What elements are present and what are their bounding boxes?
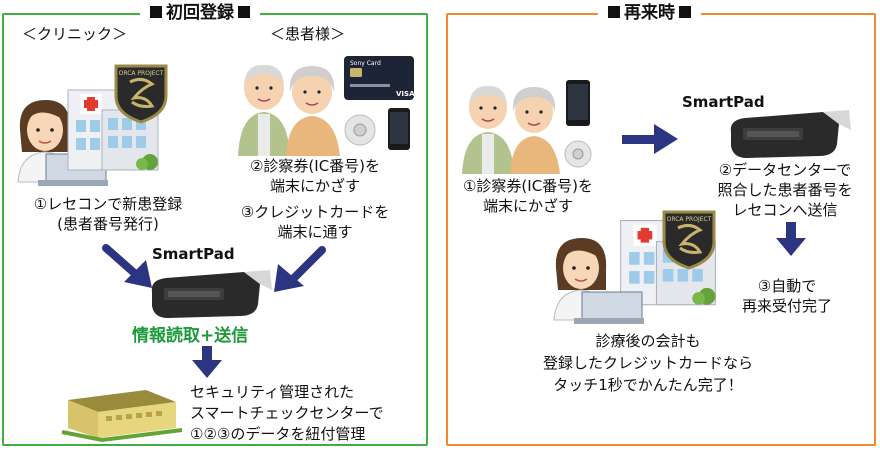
clinic-label: ＜クリニック＞ (22, 25, 128, 43)
orca-logo: ORCA PROJECT (114, 64, 168, 124)
revisit-panel: 再来時 (446, 3, 876, 446)
data-center-building (61, 390, 183, 443)
patient-label: ＜患者様＞ (270, 25, 346, 43)
arrow-clinic-to-device (102, 244, 152, 288)
smartpad-device-revisit (730, 110, 851, 158)
left-step1: ①レセコンで新患登録(患者番号発行) (33, 195, 183, 233)
clinic-building (67, 89, 159, 171)
arrow-down-to-center (192, 346, 222, 378)
elderly-couple-illustration (238, 64, 340, 156)
elderly-couple-revisit (462, 85, 560, 174)
right-bottom-note: 診療後の会計も登録したクレジットカードならタッチ1秒でかんたん完了！ (542, 332, 753, 394)
arrow-down-revisit (776, 222, 806, 256)
right-step3: ③自動で再来受付完了 (741, 277, 832, 315)
arrow-patient-to-device (274, 246, 326, 292)
card-label: Sony Card (350, 60, 381, 67)
right-smartpad-label: SmartPad (682, 93, 765, 111)
revisit-title: 再来時 (598, 3, 701, 23)
left-smartpad-label: SmartPad (152, 245, 235, 263)
right-step2: ②データセンターで照合した患者番号をレセコンへ送信 (717, 161, 853, 219)
first-registration-panel: 初回登録 (2, 3, 428, 446)
ic-card-and-phone (344, 108, 410, 150)
right-step1: ①診察券(IC番号)を端末にかざす (462, 177, 594, 215)
phone-and-ic-revisit (564, 80, 592, 168)
first-registration-title: 初回登録 (140, 3, 260, 23)
left-step3: ③クレジットカードを端末に通す (240, 203, 390, 241)
send-label: 情報読取+送信 (132, 326, 249, 346)
credit-card-icon: Sony Card VISA (344, 56, 415, 100)
orca-logo-revisit: ORCA PROJECT (662, 210, 716, 270)
orca-logo-text: ORCA PROJECT (119, 70, 164, 77)
nurse-illustration-revisit (553, 238, 644, 324)
smartpad-device (151, 270, 272, 318)
arrow-to-device-revisit (622, 124, 678, 154)
left-step2: ②診察券(IC番号)を端末にかざす (249, 157, 381, 195)
card-brand: VISA (396, 90, 415, 98)
orca-logo-revisit-text: ORCA PROJECT (667, 216, 712, 223)
